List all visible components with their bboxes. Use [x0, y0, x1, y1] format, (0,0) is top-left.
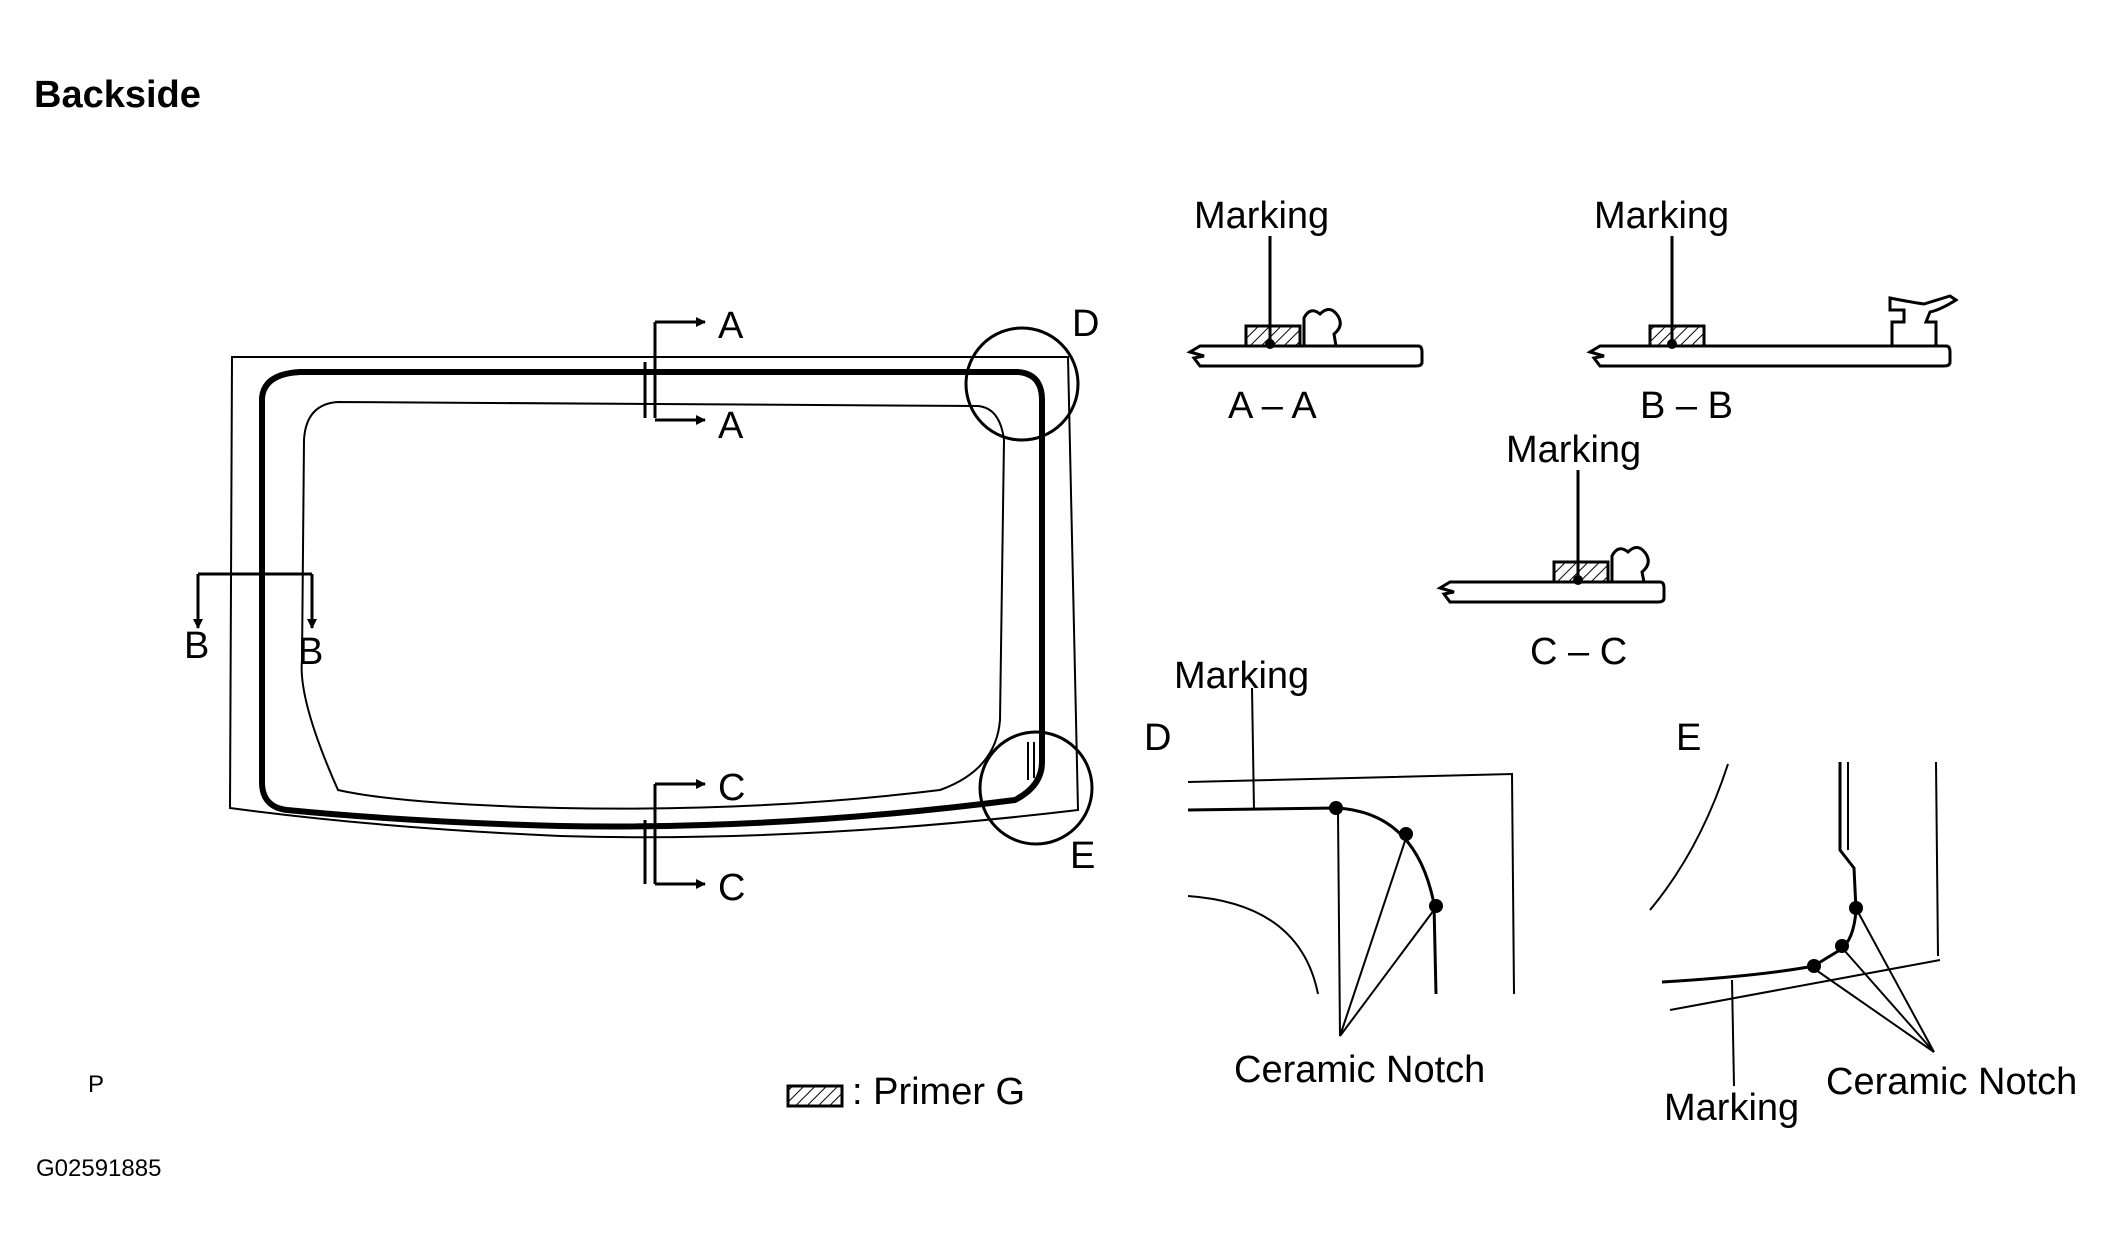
corner-letter: P	[88, 1071, 104, 1098]
page-title: Backside	[34, 74, 201, 116]
cut-label-c-bottom: C	[718, 867, 745, 909]
legend-label: : Primer G	[852, 1071, 1025, 1113]
detail-circle-d	[964, 326, 1080, 442]
detail-e-marking-label: Marking	[1664, 1087, 1799, 1129]
section-cut-a	[643, 317, 706, 425]
section-cut-c	[643, 779, 706, 889]
cut-label-c-top: C	[718, 767, 745, 809]
section-cut-b	[193, 572, 317, 629]
section-bb-marking-label: Marking	[1594, 195, 1729, 237]
cut-label-a-bottom: A	[718, 405, 744, 447]
cut-label-b-left: B	[184, 625, 209, 667]
detail-e-drawing	[1649, 761, 1941, 1087]
section-bb-name: B – B	[1640, 385, 1733, 427]
detail-d-marking-label: Marking	[1174, 655, 1309, 697]
section-aa-drawing	[1186, 236, 1424, 368]
cut-label-a-top: A	[718, 305, 744, 347]
section-cc-drawing	[1436, 470, 1666, 604]
glass-outline	[228, 356, 1080, 839]
section-bb-drawing	[1586, 236, 1959, 368]
primer-hatch-icon	[786, 1084, 844, 1108]
detail-d-notch-label: Ceramic Notch	[1234, 1049, 1485, 1091]
section-aa-marking-label: Marking	[1194, 195, 1329, 237]
detail-d-tag: D	[1144, 717, 1171, 759]
detail-circle-e	[978, 730, 1094, 846]
detail-label-e: E	[1070, 835, 1095, 877]
detail-e-notch-label: Ceramic Notch	[1826, 1061, 2077, 1103]
detail-d-drawing	[1187, 687, 1515, 1037]
detail-label-d: D	[1072, 303, 1099, 345]
cut-label-b-right: B	[298, 631, 323, 673]
section-cc-marking-label: Marking	[1506, 429, 1641, 471]
detail-e-tag: E	[1676, 717, 1701, 759]
section-cc-name: C – C	[1530, 631, 1627, 673]
figure-code: G02591885	[36, 1155, 161, 1182]
section-aa-name: A – A	[1228, 385, 1317, 427]
